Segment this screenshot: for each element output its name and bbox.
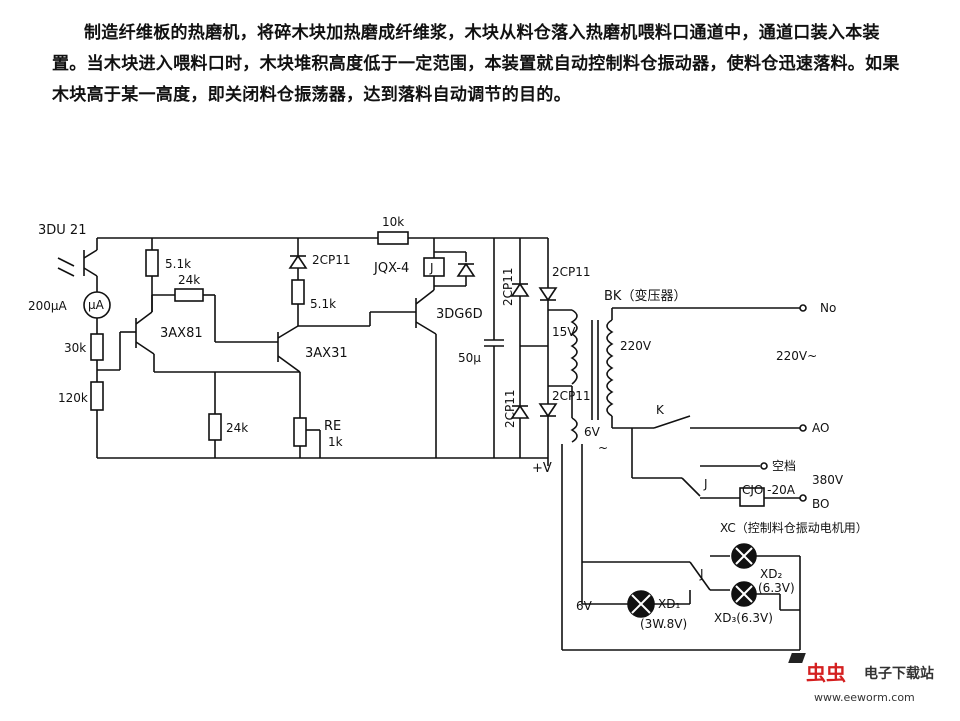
lamp-xd3 xyxy=(731,581,757,607)
contact-j1-label: J xyxy=(703,477,708,491)
kong-dang-label: 空档 xyxy=(772,459,796,473)
transistor-q3 xyxy=(415,289,437,458)
terminal-a0: AO xyxy=(812,421,829,435)
graduation-cap-icon xyxy=(788,653,806,663)
xd2-voltage-label: (6.3V) xyxy=(758,581,795,595)
lamp-xd2 xyxy=(731,543,757,569)
terminal-n0: No xyxy=(820,301,836,315)
capacitor-label: 50μ xyxy=(458,351,481,365)
pot-value-label: 1k xyxy=(328,435,343,449)
r5-1k-a-label: 5.1k xyxy=(165,257,191,271)
xd2-label: XD₂ xyxy=(760,567,782,581)
description-block: 制造纤维板的热磨机，将碎木块加热磨成纤维浆，木块从料仓落入热磨机喂料口通道中，通… xyxy=(52,18,912,111)
watermark-label: 电子下载站 xyxy=(864,666,934,682)
v6-left-label: 6V xyxy=(576,599,593,613)
primary-v-label: 220V xyxy=(620,339,652,353)
microammeter xyxy=(83,290,111,334)
r120k-label: 120k xyxy=(58,391,88,405)
contactor-label: CJO -20A xyxy=(742,483,796,497)
q1-label: 3AX81 xyxy=(160,326,203,341)
plus-v-label: +V xyxy=(532,461,552,476)
terminal-b0: BO xyxy=(812,497,829,511)
bridge-d1-label: 2CP11 xyxy=(501,267,515,306)
r24k-bottom-label: 24k xyxy=(226,421,248,435)
r24k-top-label: 24k xyxy=(178,273,200,287)
watermark-site: 虫虫 xyxy=(806,661,846,685)
relay-coil-label: J xyxy=(429,261,434,275)
r5-1k-b-label: 5.1k xyxy=(310,297,336,311)
diode-top-label: 2CP11 xyxy=(312,253,351,267)
r10k-label: 10k xyxy=(382,215,404,229)
transformer-label: BK（变压器） xyxy=(604,288,686,304)
xd1-spec-label: (3W.8V) xyxy=(640,617,687,631)
transistor-q2 xyxy=(277,325,301,373)
phototransistor-label: 3DU 21 xyxy=(38,223,86,238)
site-watermark: 虫虫 电子下载站 www.eeworm.com xyxy=(788,653,952,715)
v6-label: 6V xyxy=(584,425,601,439)
v6-tilde: ~ xyxy=(598,441,608,455)
bridge-d3-label: 2CP11 xyxy=(503,389,517,428)
meter-symbol: μA xyxy=(88,298,105,312)
phototransistor-3du21 xyxy=(57,238,98,290)
v380-label: 380V xyxy=(812,473,844,487)
lamp-xd1 xyxy=(627,590,655,618)
watermark-url: www.eeworm.com xyxy=(814,691,915,704)
r30k-label: 30k xyxy=(64,341,86,355)
relay-label: JQX-4 xyxy=(373,261,409,276)
xd3-label: XD₃(6.3V) xyxy=(714,611,773,625)
pot-label: RE xyxy=(324,419,341,434)
xd1-label: XD₁ xyxy=(658,597,680,611)
switch-k-label: K xyxy=(656,403,665,417)
q3-label: 3DG6D xyxy=(436,307,483,322)
v15-label: 15V xyxy=(552,325,576,339)
description-text: 制造纤维板的热磨机，将碎木块加热磨成纤维浆，木块从料仓落入热磨机喂料口通道中，通… xyxy=(52,23,900,105)
contact-j2-label: J xyxy=(699,567,704,581)
transistor-q1 xyxy=(135,311,155,372)
line-220v-label: 220V~ xyxy=(776,349,817,363)
xc-label: XC（控制料仓振动电机用） xyxy=(720,521,868,535)
meter-range-label: 200μA xyxy=(28,299,68,313)
bridge-d2-label: 2CP11 xyxy=(552,265,591,279)
q2-label: 3AX31 xyxy=(305,346,348,361)
